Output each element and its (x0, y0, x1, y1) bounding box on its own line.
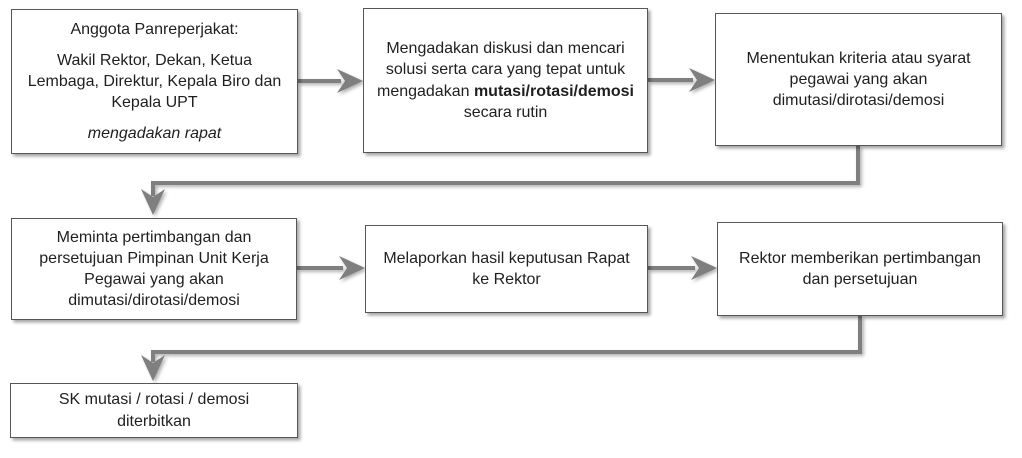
arrow-pertimbangan-to-melaporkan (297, 256, 365, 280)
text-run: Mengadakan diskusi dan mencari solusi se… (376, 40, 626, 100)
flowchart-box-sk-diterbitkan: SK mutasi / rotasi / demosi diterbitkan (10, 383, 298, 438)
box-paragraph: mengadakan rapat (88, 123, 221, 144)
box-paragraph: Meminta pertimbangan dan persetujuan Pim… (24, 227, 284, 311)
text-run: Rektor memberikan pertimbangan dan perse… (739, 249, 981, 288)
text-run: Meminta pertimbangan dan persetujuan Pim… (39, 228, 269, 310)
text-run: secara rutin (463, 103, 548, 121)
text-run: Menentukan kriteria atau syarat pegawai … (746, 49, 971, 110)
flowchart-box-meminta-pertimbangan: Meminta pertimbangan dan persetujuan Pim… (11, 218, 297, 320)
text-run: Melaporkan hasil keputusan Rapat ke Rekt… (383, 249, 630, 288)
box-paragraph: Wakil Rektor, Dekan, Ketua Lembaga, Dire… (24, 50, 285, 113)
box-paragraph: Mengadakan diskusi dan mencari solusi se… (376, 38, 635, 122)
box-paragraph: Rektor memberikan pertimbangan dan perse… (730, 248, 990, 290)
text-run-bold: mutasi/rotasi/demosi (473, 82, 634, 100)
text-run: Anggota Panreperjakat: (70, 20, 239, 38)
arrow-rektor-to-sk (141, 316, 862, 381)
flowchart-box-anggota-panreperjakat: Anggota Panreperjakat: Wakil Rektor, Dek… (11, 9, 298, 154)
text-run-italic: mengadakan rapat (87, 125, 222, 143)
box-paragraph: Anggota Panreperjakat: (70, 19, 238, 40)
text-run: Wakil Rektor, Dekan, Ketua Lembaga, Dire… (27, 51, 282, 112)
text-run: SK mutasi / rotasi / demosi diterbitkan (58, 391, 250, 430)
flowchart-box-melaporkan-hasil: Melaporkan hasil keputusan Rapat ke Rekt… (365, 225, 648, 313)
box-paragraph: Menentukan kriteria atau syarat pegawai … (728, 48, 989, 111)
arrow-diskusi-to-kriteria (648, 68, 715, 92)
flowchart-box-mengadakan-diskusi: Mengadakan diskusi dan mencari solusi se… (363, 8, 648, 153)
arrow-anggota-to-diskusi (298, 69, 363, 93)
box-paragraph: Melaporkan hasil keputusan Rapat ke Rekt… (378, 248, 635, 290)
flowchart-box-menentukan-kriteria: Menentukan kriteria atau syarat pegawai … (715, 13, 1002, 146)
box-paragraph: SK mutasi / rotasi / demosi diterbitkan (23, 389, 285, 431)
flowchart-box-rektor-memberikan-pertimbangan: Rektor memberikan pertimbangan dan perse… (717, 222, 1003, 316)
arrow-melaporkan-to-rektor (648, 256, 717, 280)
arrow-kriteria-to-pertimbangan (141, 146, 860, 215)
